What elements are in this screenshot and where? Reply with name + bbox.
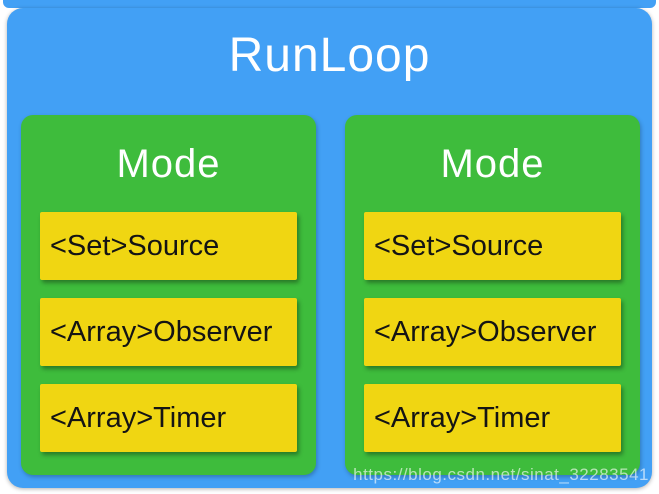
runloop-container: RunLoop Mode <Set>Source <Array>Observer… (7, 8, 652, 488)
cropped-top-element-edge (3, 0, 656, 8)
mode-title: Mode (116, 142, 221, 186)
mode-box-right: Mode <Set>Source <Array>Observer <Array>… (345, 115, 640, 475)
mode-box-left: Mode <Set>Source <Array>Observer <Array>… (21, 115, 316, 475)
csdn-watermark: https://blog.csdn.net/sinat_32283541 (353, 465, 649, 484)
mode-item-set-source: <Set>Source (364, 212, 621, 280)
mode-item-array-observer: <Array>Observer (40, 298, 297, 366)
mode-item-list: <Set>Source <Array>Observer <Array>Timer (345, 212, 640, 452)
mode-item-list: <Set>Source <Array>Observer <Array>Timer (21, 212, 316, 452)
mode-item-array-timer: <Array>Timer (364, 384, 621, 452)
mode-item-array-timer: <Array>Timer (40, 384, 297, 452)
mode-title: Mode (440, 142, 545, 186)
mode-item-array-observer: <Array>Observer (364, 298, 621, 366)
mode-item-set-source: <Set>Source (40, 212, 297, 280)
runloop-title: RunLoop (228, 29, 431, 82)
